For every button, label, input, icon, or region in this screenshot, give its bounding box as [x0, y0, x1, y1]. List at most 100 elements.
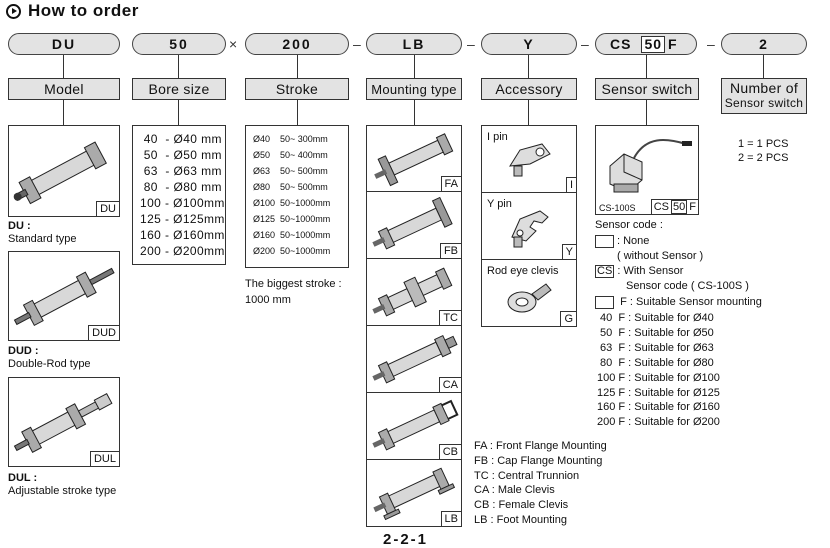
bore-row: 63 - Ø63 mm — [140, 164, 222, 178]
mounting-ca-image: CA — [366, 325, 462, 393]
stroke-note-1: The biggest stroke : — [245, 278, 342, 290]
connector-model — [63, 55, 64, 78]
cylinder-cb-drawing — [372, 399, 459, 451]
empty-size-box — [595, 295, 614, 309]
rod-eye-drawing — [507, 283, 552, 313]
mounting-cb-image: CB — [366, 392, 462, 460]
stroke-row: Ø125 50~1000mm — [253, 214, 331, 224]
bore-row: 50 - Ø50 mm — [140, 148, 222, 162]
code-mounting: LB — [402, 36, 426, 52]
sensor-none-1: : None — [617, 235, 650, 247]
model-du-tag: DU — [96, 201, 120, 217]
mounting-cb-tag: CB — [438, 444, 462, 460]
header-count: Number of Sensor switch — [721, 78, 807, 114]
connector-accessory-2 — [528, 100, 529, 125]
mounting-legend-fa: FA : Front Flange Mounting — [474, 440, 607, 452]
dash-2: – — [467, 36, 475, 52]
stroke-row: Ø50 50~ 400mm — [253, 150, 328, 160]
stroke-table: Ø40 50~ 300mm Ø50 50~ 400mm Ø63 50~ 500m… — [245, 125, 349, 268]
sensor-tag-size: 50 — [671, 200, 688, 214]
accessory-y-pin-label: Y pin — [487, 198, 512, 210]
model-dul-desc: Adjustable stroke type — [8, 485, 117, 497]
header-bore: Bore size — [132, 78, 226, 100]
model-dud-tag: DUD — [88, 325, 120, 341]
connector-mounting — [414, 55, 415, 78]
mounting-fb-tag: FB — [439, 243, 462, 259]
sensor-list-item: 50 F : Suitable for Ø50 — [597, 327, 714, 339]
count-option-1: 1 = 1 PCS — [738, 138, 789, 150]
header-model: Model — [8, 78, 120, 100]
sensor-list-item: 125 F : Suitable for Ø125 — [597, 387, 720, 399]
sensor-model-label: CS-100S — [599, 203, 636, 213]
mounting-fb-image: FB — [366, 191, 462, 259]
count-option-2: 2 = 2 PCS — [738, 152, 789, 164]
cylinder-tc-drawing — [372, 267, 453, 317]
code-model-pill: DU — [8, 33, 120, 55]
sensor-list-item: 40 F : Suitable for Ø40 — [597, 312, 714, 324]
bore-row: 200 - Ø200mm — [140, 244, 225, 258]
page-number: 2-2-1 — [383, 531, 429, 548]
connector-accessory — [528, 55, 529, 78]
code-sensor-pill: CS 50 F — [595, 33, 697, 55]
model-dul-tag: DUL — [89, 451, 120, 467]
model-dul-code: DUL : — [8, 472, 38, 484]
code-count-pill: 2 — [721, 33, 807, 55]
mounting-lb-image: LB — [366, 459, 462, 527]
stroke-note-2: 1000 mm — [245, 294, 291, 306]
sensor-none-line: : None — [595, 234, 649, 248]
times-sign: × — [229, 36, 238, 52]
sensor-switch-drawing — [609, 139, 692, 193]
stroke-row: Ø100 50~1000mm — [253, 198, 331, 208]
accessory-y-tag: Y — [561, 244, 577, 260]
sensor-suitable-line: F : Suitable Sensor mounting — [595, 295, 762, 309]
code-count: 2 — [759, 36, 769, 52]
sensor-with-1: : With Sensor — [617, 265, 684, 277]
sensor-list-item: 100 F : Suitable for Ø100 — [597, 372, 720, 384]
play-circle-icon — [6, 4, 21, 19]
cylinder-dud-drawing — [13, 267, 115, 327]
bore-row: 40 - Ø40 mm — [140, 132, 222, 146]
cylinder-ca-drawing — [372, 334, 458, 384]
stroke-row: Ø40 50~ 300mm — [253, 134, 328, 144]
mounting-legend-tc: TC : Central Trunnion — [474, 470, 580, 482]
header-mounting: Mounting type — [366, 78, 462, 100]
cylinder-fb-drawing — [372, 196, 453, 250]
dash-1: – — [353, 36, 361, 52]
code-mounting-pill: LB — [366, 33, 462, 55]
code-sensor-cs: CS — [610, 36, 632, 52]
mounting-lb-tag: LB — [440, 511, 462, 527]
code-stroke: 200 — [282, 36, 312, 52]
model-dud-image: DUD — [8, 251, 120, 341]
code-sensor-f: F — [668, 36, 678, 52]
accessory-i-pin-box: I pin I — [481, 125, 577, 193]
sensor-code-title: Sensor code : — [595, 219, 663, 231]
header-count-line2: Sensor switch — [724, 96, 804, 110]
mounting-legend-fb: FB : Cap Flange Mounting — [474, 455, 603, 467]
cylinder-fa-drawing — [374, 133, 454, 187]
connector-stroke — [297, 55, 298, 78]
accessory-rod-eye-label: Rod eye clevis — [487, 265, 559, 277]
accessory-y-pin-box: Y pin Y — [481, 192, 577, 260]
sensor-suitable: F : Suitable Sensor mounting — [620, 296, 762, 308]
connector-count — [763, 55, 764, 78]
stroke-row: Ø80 50~ 500mm — [253, 182, 328, 192]
bore-row: 80 - Ø80 mm — [140, 180, 222, 194]
dash-3: – — [581, 36, 589, 52]
mounting-fa-tag: FA — [440, 176, 462, 192]
i-pin-drawing — [509, 143, 551, 177]
model-du-code: DU : — [8, 220, 31, 232]
code-accessory: Y — [523, 36, 535, 52]
y-pin-drawing — [511, 210, 549, 248]
connector-mounting-2 — [414, 100, 415, 125]
empty-code-box — [595, 234, 614, 248]
sensor-with-2: Sensor code ( CS-100S ) — [626, 280, 749, 292]
accessory-rod-eye-box: Rod eye clevis G — [481, 259, 577, 327]
accessory-g-tag: G — [560, 311, 577, 327]
sensor-list-item: 63 F : Suitable for Ø63 — [597, 342, 714, 354]
stroke-row: Ø63 50~ 500mm — [253, 166, 328, 176]
cylinder-du-drawing — [13, 141, 107, 205]
connector-bore-2 — [178, 100, 179, 125]
mounting-ca-tag: CA — [438, 377, 462, 393]
